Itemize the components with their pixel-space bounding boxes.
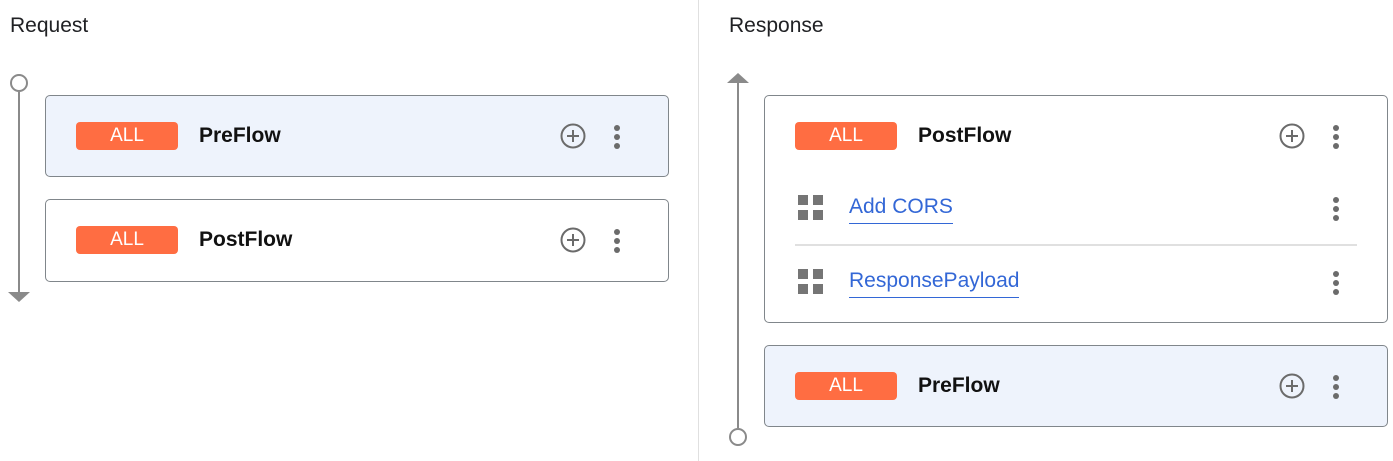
- add-step-icon[interactable]: [560, 123, 586, 149]
- condition-badge: ALL: [76, 122, 178, 150]
- condition-badge: ALL: [76, 226, 178, 254]
- step-row: ResponsePayload: [765, 262, 1387, 302]
- condition-badge: ALL: [795, 122, 897, 150]
- response-preflow-card[interactable]: ALL PreFlow: [764, 345, 1388, 427]
- request-postflow-card[interactable]: ALL PostFlow: [45, 199, 669, 282]
- flow-name: PostFlow: [918, 124, 1012, 147]
- more-vert-icon[interactable]: [1330, 195, 1342, 221]
- add-step-icon[interactable]: [1279, 123, 1305, 149]
- flow-line: [737, 82, 739, 428]
- step-link-add-cors[interactable]: Add CORS: [849, 191, 953, 224]
- add-step-icon[interactable]: [1279, 373, 1305, 399]
- panel-divider: [698, 0, 699, 461]
- policy-grid-icon: [798, 269, 824, 295]
- request-title: Request: [10, 14, 89, 37]
- condition-badge: ALL: [795, 372, 897, 400]
- step-link-response-payload[interactable]: ResponsePayload: [849, 265, 1020, 298]
- flow-end-circle: [729, 428, 747, 446]
- flow-name: PostFlow: [199, 228, 293, 251]
- flow-name: PreFlow: [199, 124, 281, 147]
- flow-line: [18, 92, 20, 292]
- response-postflow-card[interactable]: ALL PostFlow Add CORS ResponsePayload: [764, 95, 1388, 323]
- step-divider: [795, 244, 1357, 246]
- flow-start-circle: [10, 74, 28, 92]
- more-vert-icon[interactable]: [1330, 269, 1342, 295]
- more-vert-icon[interactable]: [611, 123, 623, 149]
- step-row: Add CORS: [765, 188, 1387, 228]
- arrow-down-icon: [8, 292, 30, 302]
- policy-grid-icon: [798, 195, 824, 221]
- response-title: Response: [729, 14, 824, 37]
- more-vert-icon[interactable]: [1330, 373, 1342, 399]
- add-step-icon[interactable]: [560, 227, 586, 253]
- arrow-up-icon: [727, 73, 749, 83]
- more-vert-icon[interactable]: [1330, 123, 1342, 149]
- flow-name: PreFlow: [918, 374, 1000, 397]
- more-vert-icon[interactable]: [611, 227, 623, 253]
- request-preflow-card[interactable]: ALL PreFlow: [45, 95, 669, 177]
